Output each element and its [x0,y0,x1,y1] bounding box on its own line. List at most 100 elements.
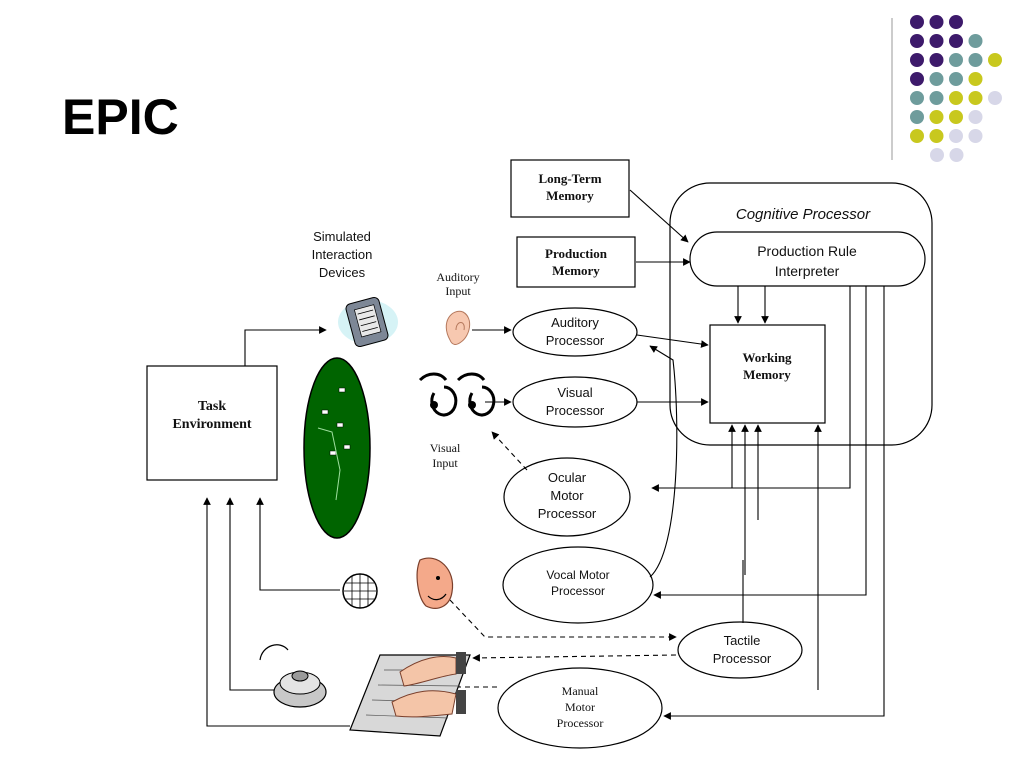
production-memory-label-1: Production [545,246,608,261]
vocal-motor-processor-label-2: Processor [551,584,605,598]
decorative-dot [930,148,944,162]
lower-hand-icon [391,690,457,718]
vocal-motor-processor-label-1: Vocal Motor [546,568,609,582]
phone-icon [338,296,398,348]
arrow-speech-to-task [256,497,340,591]
decorative-dot [949,129,963,143]
decorative-dot [949,15,963,29]
working-memory-label-2: Memory [743,367,791,382]
decorative-dot [949,72,963,86]
decorative-dot [949,34,963,48]
lower-sleeve-icon [456,690,466,714]
decorative-dot [988,53,1002,67]
decorative-dot [968,110,983,124]
decorative-dot-grid [910,15,1002,162]
decorative-dot [949,110,963,124]
ocular-motor-processor-label-1: Ocular [548,470,587,485]
arrow-tactile-to-hands [472,654,677,662]
keyboard-icon [349,652,471,737]
mouse-device-icon [259,644,327,708]
task-environment-label-1: Task [198,399,227,414]
decorative-dot [929,15,944,29]
decorative-dot [910,129,924,143]
decorative-dot [968,53,983,67]
decorative-dot [929,129,944,143]
simulated-devices-label-2: Interaction [312,247,373,262]
production-memory-box [516,236,636,288]
arrow-auditory-to-wm [636,334,709,348]
connections [203,189,885,727]
long-term-memory-label-1: Long-Term [538,171,601,186]
arrow-keyboard-to-task [203,497,350,727]
arrow-ocular-to-eyes [491,431,528,471]
arrow-interpreter-to-ocular [651,286,851,492]
cognitive-processor-box [669,182,933,446]
visual-processor-label-2: Processor [546,403,605,418]
decorative-dot [929,34,944,48]
display-screen-icon [303,357,371,539]
corner-decoration [891,15,1002,162]
decorative-dot [929,91,944,105]
decorative-dot [949,53,963,67]
decorative-dot [949,91,963,105]
arrow-interpreter-to-vocal [653,286,867,599]
decorative-dot [929,110,944,124]
decorative-dot [929,72,944,86]
manual-motor-processor-label-1: Manual [562,684,599,698]
upper-sleeve-icon [456,652,466,674]
visual-input-label-2: Input [432,456,458,470]
eyes-icon [418,372,496,417]
working-memory-label-1: Working [742,350,792,365]
simulated-devices-label-1: Simulated [313,229,371,244]
task-environment-box [146,365,278,481]
decorative-dot [910,34,924,48]
arrow-interpreter-to-manual [663,286,885,720]
arrow-vocal-to-auditory [649,345,678,578]
arrow-ltm-to-interpreter [629,189,689,243]
auditory-input-label-2: Input [445,284,471,298]
ocular-motor-processor-label-3: Processor [538,506,597,521]
decorative-dot [910,15,924,29]
slide-title: EPIC [62,89,179,145]
manual-motor-processor-label-2: Motor [565,700,595,714]
decorative-dot [968,91,983,105]
ocular-motor-processor-ellipse [503,457,631,537]
ocular-motor-processor-label-2: Motor [550,488,584,503]
visual-input-label-1: Visual [430,441,461,455]
decorative-dot [968,129,983,143]
long-term-memory-label-2: Memory [546,188,594,203]
arrow-mouse-to-task [226,497,276,691]
arrow-task-to-devices [244,326,327,366]
decorative-dot [968,72,983,86]
tactile-processor-label-2: Processor [713,651,772,666]
visual-processor-label-1: Visual [557,385,592,400]
auditory-processor-label-2: Processor [546,333,605,348]
simulated-devices-label-3: Devices [319,265,366,280]
face-icon [416,557,454,609]
long-term-memory-box [510,159,630,218]
tactile-processor-ellipse [677,621,803,679]
manual-motor-processor-label-3: Processor [557,716,604,730]
decorative-dot [988,91,1002,105]
production-memory-label-2: Memory [552,263,600,278]
decorative-dot [929,53,944,67]
speaker-grille-icon [342,573,378,609]
ear-icon [445,310,471,345]
manual-motor-processor-ellipse [497,667,663,749]
decorative-dot [968,34,983,48]
cognitive-processor-label: Cognitive Processor [736,206,871,223]
auditory-input-label-1: Auditory [436,270,479,284]
vocal-motor-processor-ellipse [502,546,654,624]
decorative-dot [949,148,964,162]
auditory-processor-ellipse [512,307,638,357]
decorative-dot [910,91,924,105]
working-memory-box [709,324,826,424]
production-rule-interpreter-label-2: Interpreter [775,263,840,279]
decorative-dot [910,72,924,86]
production-rule-interpreter-label-1: Production Rule [757,243,857,259]
auditory-processor-label-1: Auditory [551,315,599,330]
decorative-dot [910,110,924,124]
tactile-processor-label-1: Tactile [724,633,761,648]
task-environment-label-2: Environment [172,417,251,432]
